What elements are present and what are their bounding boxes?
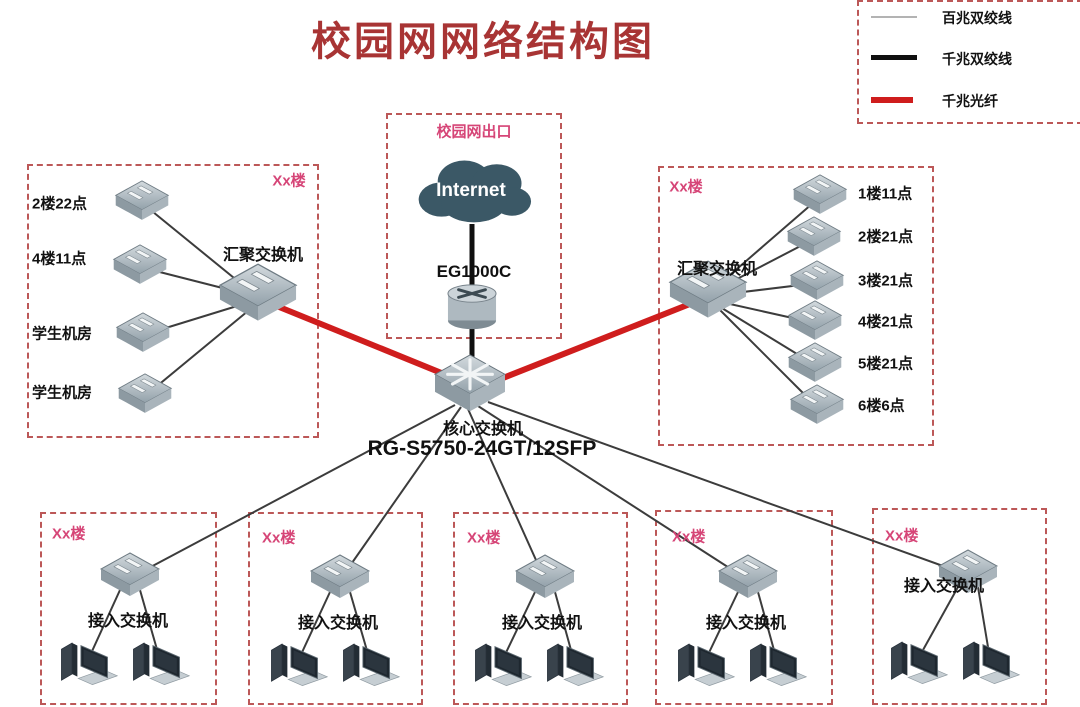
link-core-access5	[487, 401, 969, 576]
legend-label-fiber: 千兆光纤	[942, 93, 998, 109]
floor-switch-icon	[788, 382, 846, 433]
floor-switch-icon	[114, 310, 172, 361]
legend-box: 百兆双绞线 千兆双绞线 千兆光纤	[857, 0, 1080, 124]
legend-sample-1000m-line	[871, 55, 917, 60]
link-core-access1	[129, 404, 456, 579]
router-label: EG1000C	[436, 262, 512, 281]
floor-switch-icon	[113, 178, 171, 229]
access-switch-icon	[513, 552, 577, 608]
floor-switch-label: 5楼21点	[858, 355, 914, 373]
access-switch-label: 接入交换机	[705, 615, 787, 632]
access-building-label: Xx楼	[885, 527, 919, 545]
core-switch-name: 核心交换机	[442, 421, 524, 438]
core-switch-model: RG-S5750-24GT/12SFP	[367, 437, 597, 460]
building-right-label: Xx楼	[669, 178, 703, 196]
aggregation-switch-left-icon	[216, 260, 300, 334]
link-core-access4	[477, 405, 749, 581]
legend-label-1000m: 千兆双绞线	[942, 51, 1012, 67]
link-pc-3a	[501, 591, 536, 662]
access-box-3	[453, 512, 628, 705]
pc-icon	[959, 633, 1021, 690]
building-right-box	[658, 166, 934, 446]
link-left-lab2	[144, 305, 255, 397]
pc-icon	[267, 635, 329, 692]
access-switch-icon	[716, 552, 780, 608]
link-pc-4a	[704, 591, 739, 662]
building-left-label: Xx楼	[272, 172, 306, 190]
link-fiber-left	[260, 297, 468, 386]
link-fiber-right	[496, 293, 712, 383]
floor-switch-label: 6楼6点	[858, 397, 905, 415]
link-core-access3	[467, 408, 546, 581]
floor-switch-label: 学生机房	[32, 325, 93, 343]
access-box-2	[248, 512, 423, 705]
access-box-4	[655, 510, 833, 705]
router-icon	[441, 282, 503, 332]
link-left-floor1	[141, 202, 251, 292]
access-building-label: Xx楼	[467, 529, 501, 547]
pc-icon	[746, 635, 808, 692]
access-switch-icon	[308, 552, 372, 608]
pc-icon	[674, 635, 736, 692]
pc-icon	[887, 633, 949, 690]
egress-box-label: 校园网出口	[436, 123, 512, 141]
pc-icon	[129, 634, 191, 691]
access-switch-label: 接入交换机	[297, 615, 379, 632]
floor-switch-icon	[116, 371, 174, 422]
pc-icon	[543, 635, 605, 692]
link-pc-1a	[87, 589, 121, 661]
building-left-box	[27, 164, 319, 438]
core-switch-icon	[431, 351, 509, 421]
legend-sample-100m-line	[871, 16, 917, 18]
legend-sample-fiber-line	[871, 97, 913, 103]
access-switch-icon	[98, 550, 162, 606]
access-box-1	[40, 512, 217, 705]
access-box-5	[872, 508, 1047, 705]
link-pc-2a	[297, 591, 331, 662]
pc-icon	[57, 634, 119, 691]
floor-switch-label: 1楼11点	[858, 185, 913, 203]
access-switch-label: 接入交换机	[903, 578, 985, 595]
floor-switch-label: 2楼22点	[32, 195, 88, 213]
aggregation-switch-right-label: 汇聚交换机	[676, 261, 758, 278]
legend-label-100m: 百兆双绞线	[942, 10, 1012, 26]
floor-switch-label: 2楼21点	[858, 228, 914, 246]
floor-switch-label: 4楼21点	[858, 313, 914, 331]
floor-switch-icon	[111, 242, 169, 293]
floor-switch-label: 学生机房	[32, 384, 93, 402]
access-building-label: Xx楼	[262, 529, 296, 547]
floor-switch-label: 3楼21点	[858, 272, 914, 290]
access-building-label: Xx楼	[52, 525, 86, 543]
access-switch-label: 接入交换机	[87, 613, 169, 630]
access-switch-label: 接入交换机	[501, 615, 583, 632]
internet-cloud-label: Internet	[436, 180, 506, 201]
link-right-floor6	[713, 303, 818, 408]
link-core-access2	[339, 406, 462, 581]
diagram-title: 校园网网络结构图	[311, 20, 655, 64]
link-pc-5a	[917, 586, 959, 660]
pc-icon	[471, 635, 533, 692]
aggregation-switch-left-label: 汇聚交换机	[222, 247, 304, 264]
pc-icon	[339, 635, 401, 692]
access-building-label: Xx楼	[672, 528, 706, 546]
floor-switch-label: 4楼11点	[32, 250, 87, 268]
